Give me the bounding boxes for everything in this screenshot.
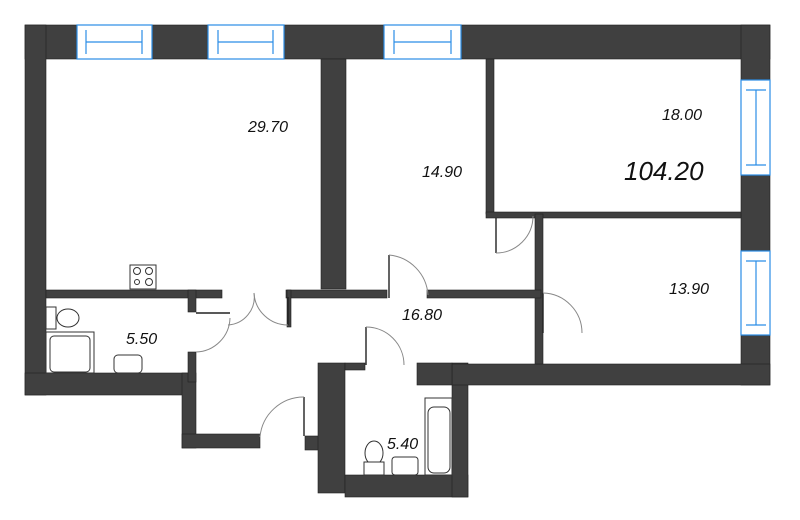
toilet-icon-2 [364, 440, 384, 466]
toilet-icon [45, 306, 57, 330]
area-label-room-2: 14.90 [422, 164, 463, 181]
doors [195, 215, 583, 438]
walls [24, 24, 771, 498]
area-label-room-4: 13.90 [669, 281, 710, 298]
area-label-bath-2: 5.40 [387, 436, 419, 453]
fixtures [45, 264, 453, 476]
sink-icon [113, 354, 143, 374]
sink-icon-2 [391, 456, 419, 476]
area-label-room-1: 29.70 [248, 119, 289, 136]
area-label-hall: 16.80 [402, 307, 443, 324]
area-label-bath-1: 5.50 [126, 331, 158, 348]
total-area-label: 104.20 [624, 156, 704, 186]
windows [76, 24, 771, 336]
area-label-room-3: 18.00 [662, 107, 703, 124]
